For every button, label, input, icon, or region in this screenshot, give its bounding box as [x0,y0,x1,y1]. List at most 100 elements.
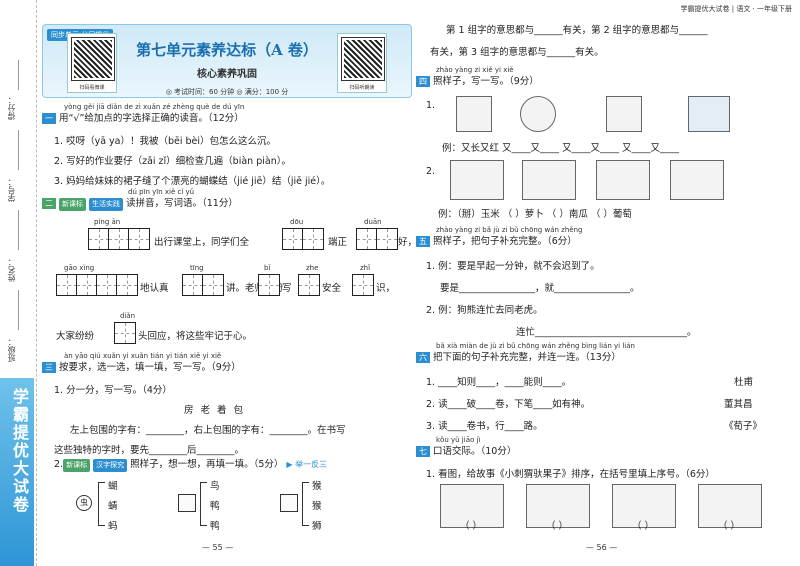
section-1-heading: 一用“√”给加点的字选择正确的读音。（12分） [42,112,410,125]
section-2-heading: 二新课标生活实践读拼音，写词语。（11分） [42,197,410,211]
pinyin-cue: bǐ [264,264,271,272]
exam-meta: ◎ 考试时间：60 分钟 ◎ 满分：100 分 [165,88,289,96]
s3-fill-line-2[interactable]: 这些独特的字时，要先________后________。 [54,445,245,456]
section-pinyin: yòng gěi jiā diǎn de zì xuǎn zé zhèng qu… [64,103,245,111]
s4-q2-example[interactable]: 例：（掰）玉米 （ ）萝卜 （ ）南瓜 （ ）葡萄 [438,209,632,220]
s6-line-2[interactable]: 2. 读____破____卷，下笔____如有神。 [426,399,591,410]
s6-line-1[interactable]: 1. ____知则____，____能则____。 [426,377,572,388]
right-page: 学霸提优大试卷 | 语文 · 一年级下册 第 1 组字的意思都与______有关… [416,0,796,566]
grapes-image [606,96,642,132]
answer-box[interactable] [280,494,298,512]
page-number-right: — 56 — [586,543,618,552]
radical-circle: 虫 [76,495,92,511]
pinyin-cue: dōu [290,218,304,226]
bracket [302,482,309,526]
qr-code-left[interactable]: 扫码看微课 [67,33,117,93]
write-box[interactable] [56,274,78,296]
order-bracket[interactable]: （ ） [546,521,569,532]
char-item: 鸭 [210,501,220,512]
section-3-heading: 三按要求，选一选，填一填，写一写。（9分） [42,361,410,374]
write-box[interactable] [114,322,136,344]
section-number: 五 [416,236,430,247]
left-page: 同步单元 分层提优 扫码看微课 扫码听朗读 第七单元素养达标（A 卷） 核心素养… [42,0,417,566]
story-picture-2 [526,484,590,528]
order-bracket[interactable]: （ ） [718,521,741,532]
char-item: 鸟 [210,481,220,492]
write-box[interactable] [96,274,118,296]
write-box[interactable] [376,228,398,250]
write-box[interactable] [108,228,130,250]
order-bracket[interactable]: （ ） [460,521,483,532]
pinyin-cue: zhǐ [360,264,371,272]
s5-example-2: 2. 例：狗熊连忙去同老虎。 [426,305,543,316]
write-box[interactable] [128,228,150,250]
student-id-label: 学号： [7,178,16,202]
pinyin-cue: píng ān [94,218,121,226]
s6-author-3[interactable]: 《荀子》 [724,421,763,432]
heading-text: 读拼音，写词语。（11分） [126,198,238,209]
write-box[interactable] [352,274,374,296]
qr-caption: 扫码听朗读 [349,85,375,91]
write-box[interactable] [302,228,324,250]
sentence-text: 出行课堂上，同学们全 [154,237,250,248]
divider [18,60,19,90]
exploration-tag: 汉字探究 [93,459,128,472]
bracket [200,482,207,526]
s6-author-1[interactable]: 杜甫 [734,377,754,388]
write-box[interactable] [88,228,110,250]
qr-code-icon [341,37,385,81]
write-box[interactable] [116,274,138,296]
brand-bar: 学霸提优大试卷 [0,378,34,566]
exam-subtitle: 核心素养巩固 [197,69,257,80]
write-box[interactable] [202,274,224,296]
story-picture-1 [440,484,504,528]
section-pinyin: zhào yàng zi xiě yi xiě [436,66,514,74]
write-box[interactable] [298,274,320,296]
write-box[interactable] [182,274,204,296]
s1-item-1: 1. 哎呀（yā ya）！我被（bēi bèi）包怎么这么沉。 [54,136,277,147]
sentence-text: 安全 [322,283,342,294]
s6-line-3[interactable]: 3. 读____卷书，行____路。 [426,421,543,432]
write-box[interactable] [356,228,378,250]
qr-caption: 扫码看微课 [79,85,105,91]
sentence-text: 写 [282,283,292,294]
score-label: 得分： [7,96,16,120]
s5-answer-1[interactable]: 要是________________，就________________。 [440,283,640,294]
extension-link[interactable]: ▶ 举一反三 [286,460,328,469]
divider [18,210,19,250]
s3-q2: 2.新课标汉字探究照样子，想一想，再填一填。（5分） ▶ 举一反三 [54,459,328,472]
picking-grapes-image [670,160,724,200]
pinyin-cue: gāo xìng [64,264,95,272]
q2-text: 照样子，想一想，再填一填。（5分） [130,459,284,470]
s3-continued-line-2[interactable]: 有关，第 3 组字的意思都与______有关。 [430,47,604,58]
section-7-heading: 七口语交际。（10分） [416,445,516,458]
s6-author-2[interactable]: 董其昌 [724,399,753,410]
s5-example-1: 1. 例：要是早起一分钟，就不会迟到了。 [426,261,600,272]
qr-code-right[interactable]: 扫码听朗读 [337,33,387,93]
picking-pumpkin-image [596,160,650,200]
write-box[interactable] [282,228,304,250]
qr-code-icon [71,37,115,81]
order-bracket[interactable]: （ ） [632,521,655,532]
char-item: 猴 [312,481,322,492]
s4-q1-example[interactable]: 例：又长又红 又____又____ 又____又____ 又____又____ [442,143,680,154]
char-item: 狮 [312,521,322,532]
write-box[interactable] [258,274,280,296]
section-number: 二 [42,198,56,209]
pumpkin-image [520,96,556,132]
heading-text: 把下面的句子补充完整，并连一连。（13分） [433,352,621,363]
s3-continued-line-1[interactable]: 第 1 组字的意思都与______有关，第 2 组字的意思都与______ [446,25,708,36]
answer-box[interactable] [178,494,196,512]
heading-text: 用“√”给加点的字选择正确的读音。（12分） [59,113,244,124]
section-number: 四 [416,76,430,87]
new-standard-tag: 新课标 [59,198,86,211]
exam-header: 同步单元 分层提优 扫码看微课 扫码听朗读 第七单元素养达标（A 卷） 核心素养… [42,24,412,98]
write-box[interactable] [76,274,98,296]
s5-answer-2[interactable]: 连忙________________________________。 [516,327,697,338]
s3-fill-line-1[interactable]: 左上包围的字有：________，右上包围的字有：________。在书写 [70,425,346,436]
char-item: 蜻 [108,501,118,512]
story-picture-4 [698,484,762,528]
section-pinyin: àn yāo qiú xuǎn yi xuǎn tián yi tián xiě… [64,352,222,360]
pinyin-cue: diǎn [120,312,136,320]
